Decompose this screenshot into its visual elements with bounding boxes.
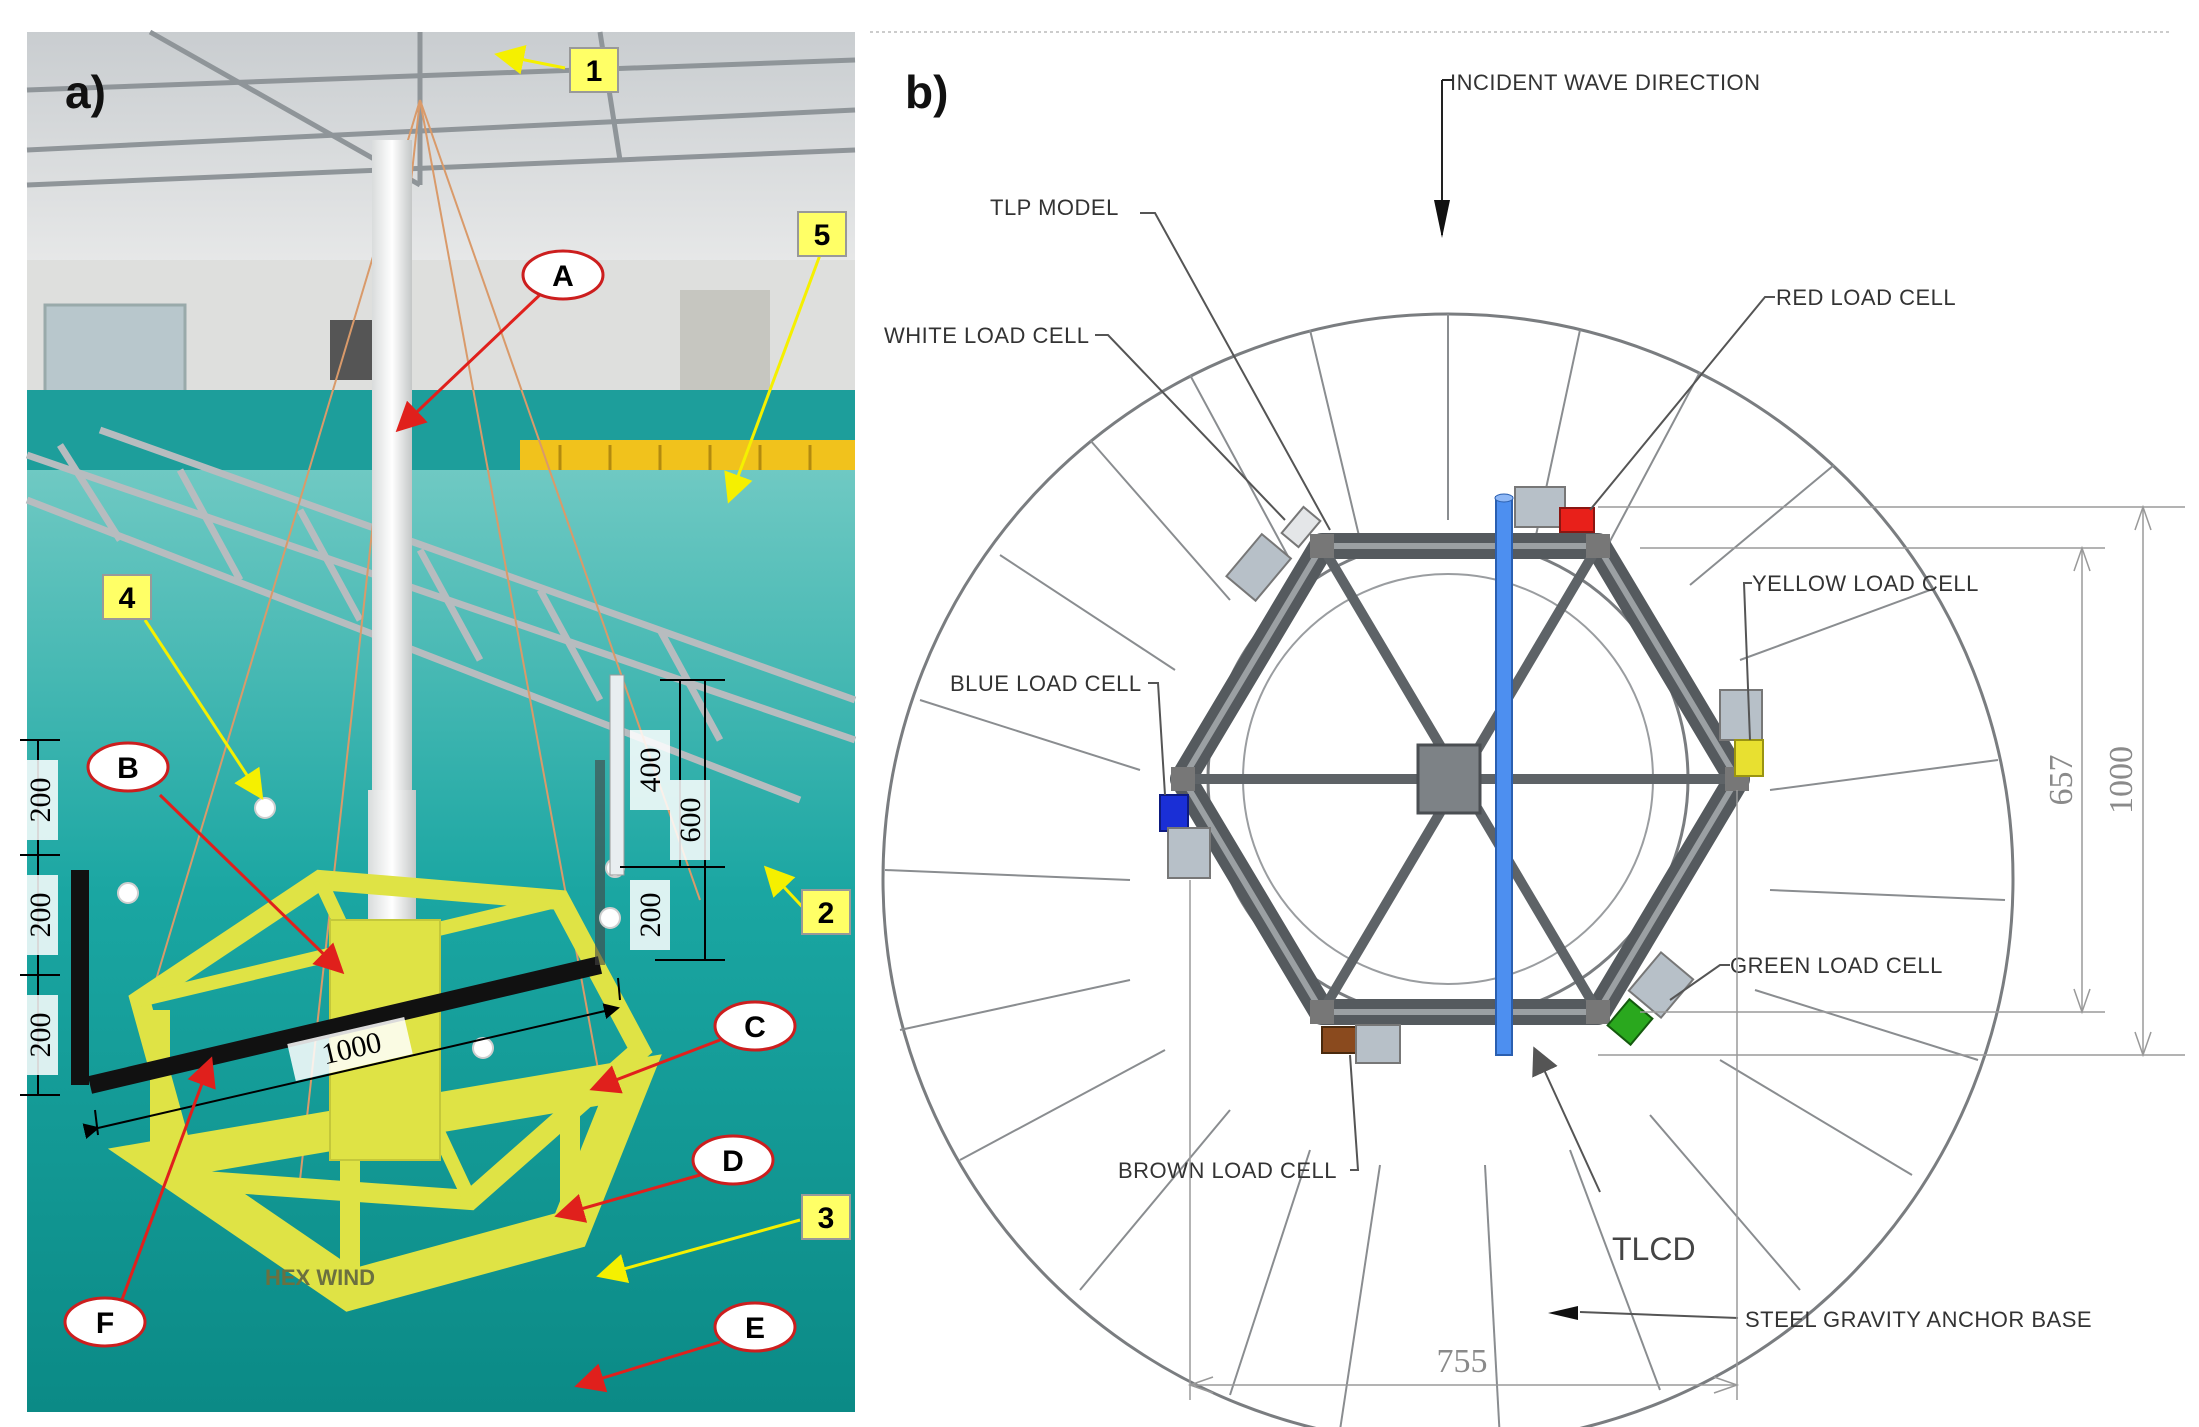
dim-200-right: 200: [634, 893, 667, 938]
svg-text:B: B: [117, 752, 139, 785]
photo-dim-labels: 200 200 200 1000 400 600 200: [18, 730, 710, 1082]
wave-probe: [609, 674, 625, 876]
tower-base: [368, 790, 416, 940]
brown-load-cell-label: BROWN LOAD CELL: [1118, 1158, 1337, 1183]
red-load-cell: [1514, 486, 1595, 533]
dim-200-mid: 200: [24, 893, 57, 938]
svg-text:3: 3: [818, 1202, 835, 1235]
tlcd-label: TLCD: [1612, 1231, 1696, 1267]
dim-657: 657: [2043, 755, 2080, 806]
box-label-2: 2: [801, 889, 851, 935]
svg-text:1: 1: [586, 55, 603, 88]
panel-label-b: b): [905, 66, 948, 118]
svg-text:5: 5: [814, 219, 831, 252]
svg-text:A: A: [552, 260, 574, 293]
callout-leaders: [1095, 212, 1775, 1319]
box-label-5: 5: [797, 211, 847, 257]
oval-label-a: A: [521, 249, 605, 301]
brown-load-cell: [1321, 1024, 1401, 1064]
svg-text:E: E: [745, 1312, 765, 1345]
red-load-cell-label: RED LOAD CELL: [1776, 285, 1956, 310]
dim-600: 600: [674, 798, 707, 843]
red-arrows: [118, 288, 721, 1393]
anchor-arrowhead: [1548, 1306, 1578, 1320]
dim-arrowheads: [1187, 504, 2152, 1394]
tlcd-tube: [1494, 493, 1514, 1056]
tlp-model-label: TLP MODEL: [990, 195, 1119, 220]
drawing-dimensions: [1189, 506, 2185, 1400]
box-label-1: 1: [569, 47, 619, 93]
oval-label-d: D: [691, 1134, 775, 1186]
dim-200-top: 200: [24, 778, 57, 823]
svg-text:4: 4: [119, 582, 136, 615]
oval-label-c: C: [713, 1000, 797, 1052]
white-load-cell-label: WHITE LOAD CELL: [884, 323, 1090, 348]
oval-label-b: B: [86, 741, 170, 793]
incident-arrow: [1434, 79, 1454, 238]
tlp-frame: [1170, 533, 1750, 1025]
yellow-load-cell-label: YELLOW LOAD CELL: [1752, 571, 1979, 596]
box-label-3: 3: [801, 1194, 851, 1240]
box-label-4: 4: [102, 574, 152, 620]
drawing-panel: b): [870, 31, 2185, 1427]
hull-text: HEX WIND: [265, 1265, 375, 1290]
white-load-cell: [1225, 505, 1322, 603]
oval-label-e: E: [713, 1301, 797, 1353]
photo-panel: HEX WIND: [18, 29, 857, 1412]
green-load-cell: [1606, 950, 1695, 1047]
oval-label-f: F: [63, 1296, 147, 1348]
green-load-cell-label: GREEN LOAD CELL: [1730, 953, 1943, 978]
svg-text:D: D: [722, 1145, 744, 1178]
anchor-base-label: STEEL GRAVITY ANCHOR BASE: [1745, 1307, 2092, 1332]
svg-text:2: 2: [818, 897, 835, 930]
blue-load-cell-label: BLUE LOAD CELL: [950, 671, 1142, 696]
dim-400: 400: [634, 748, 667, 793]
incident-wave-label: INCIDENT WAVE DIRECTION: [1450, 70, 1761, 95]
svg-text:C: C: [744, 1011, 766, 1044]
blue-load-cell: [1159, 794, 1211, 879]
dim-200-bot: 200: [24, 1013, 57, 1058]
yellow-load-cell: [1719, 689, 1764, 777]
panel-label-a: a): [65, 66, 106, 118]
dim-1000: 1000: [2103, 746, 2140, 814]
tower: [372, 140, 412, 900]
gantry: [25, 426, 857, 804]
dim-755: 755: [1437, 1343, 1488, 1380]
svg-text:F: F: [96, 1307, 114, 1340]
anchor-spokes: [884, 314, 2006, 1427]
